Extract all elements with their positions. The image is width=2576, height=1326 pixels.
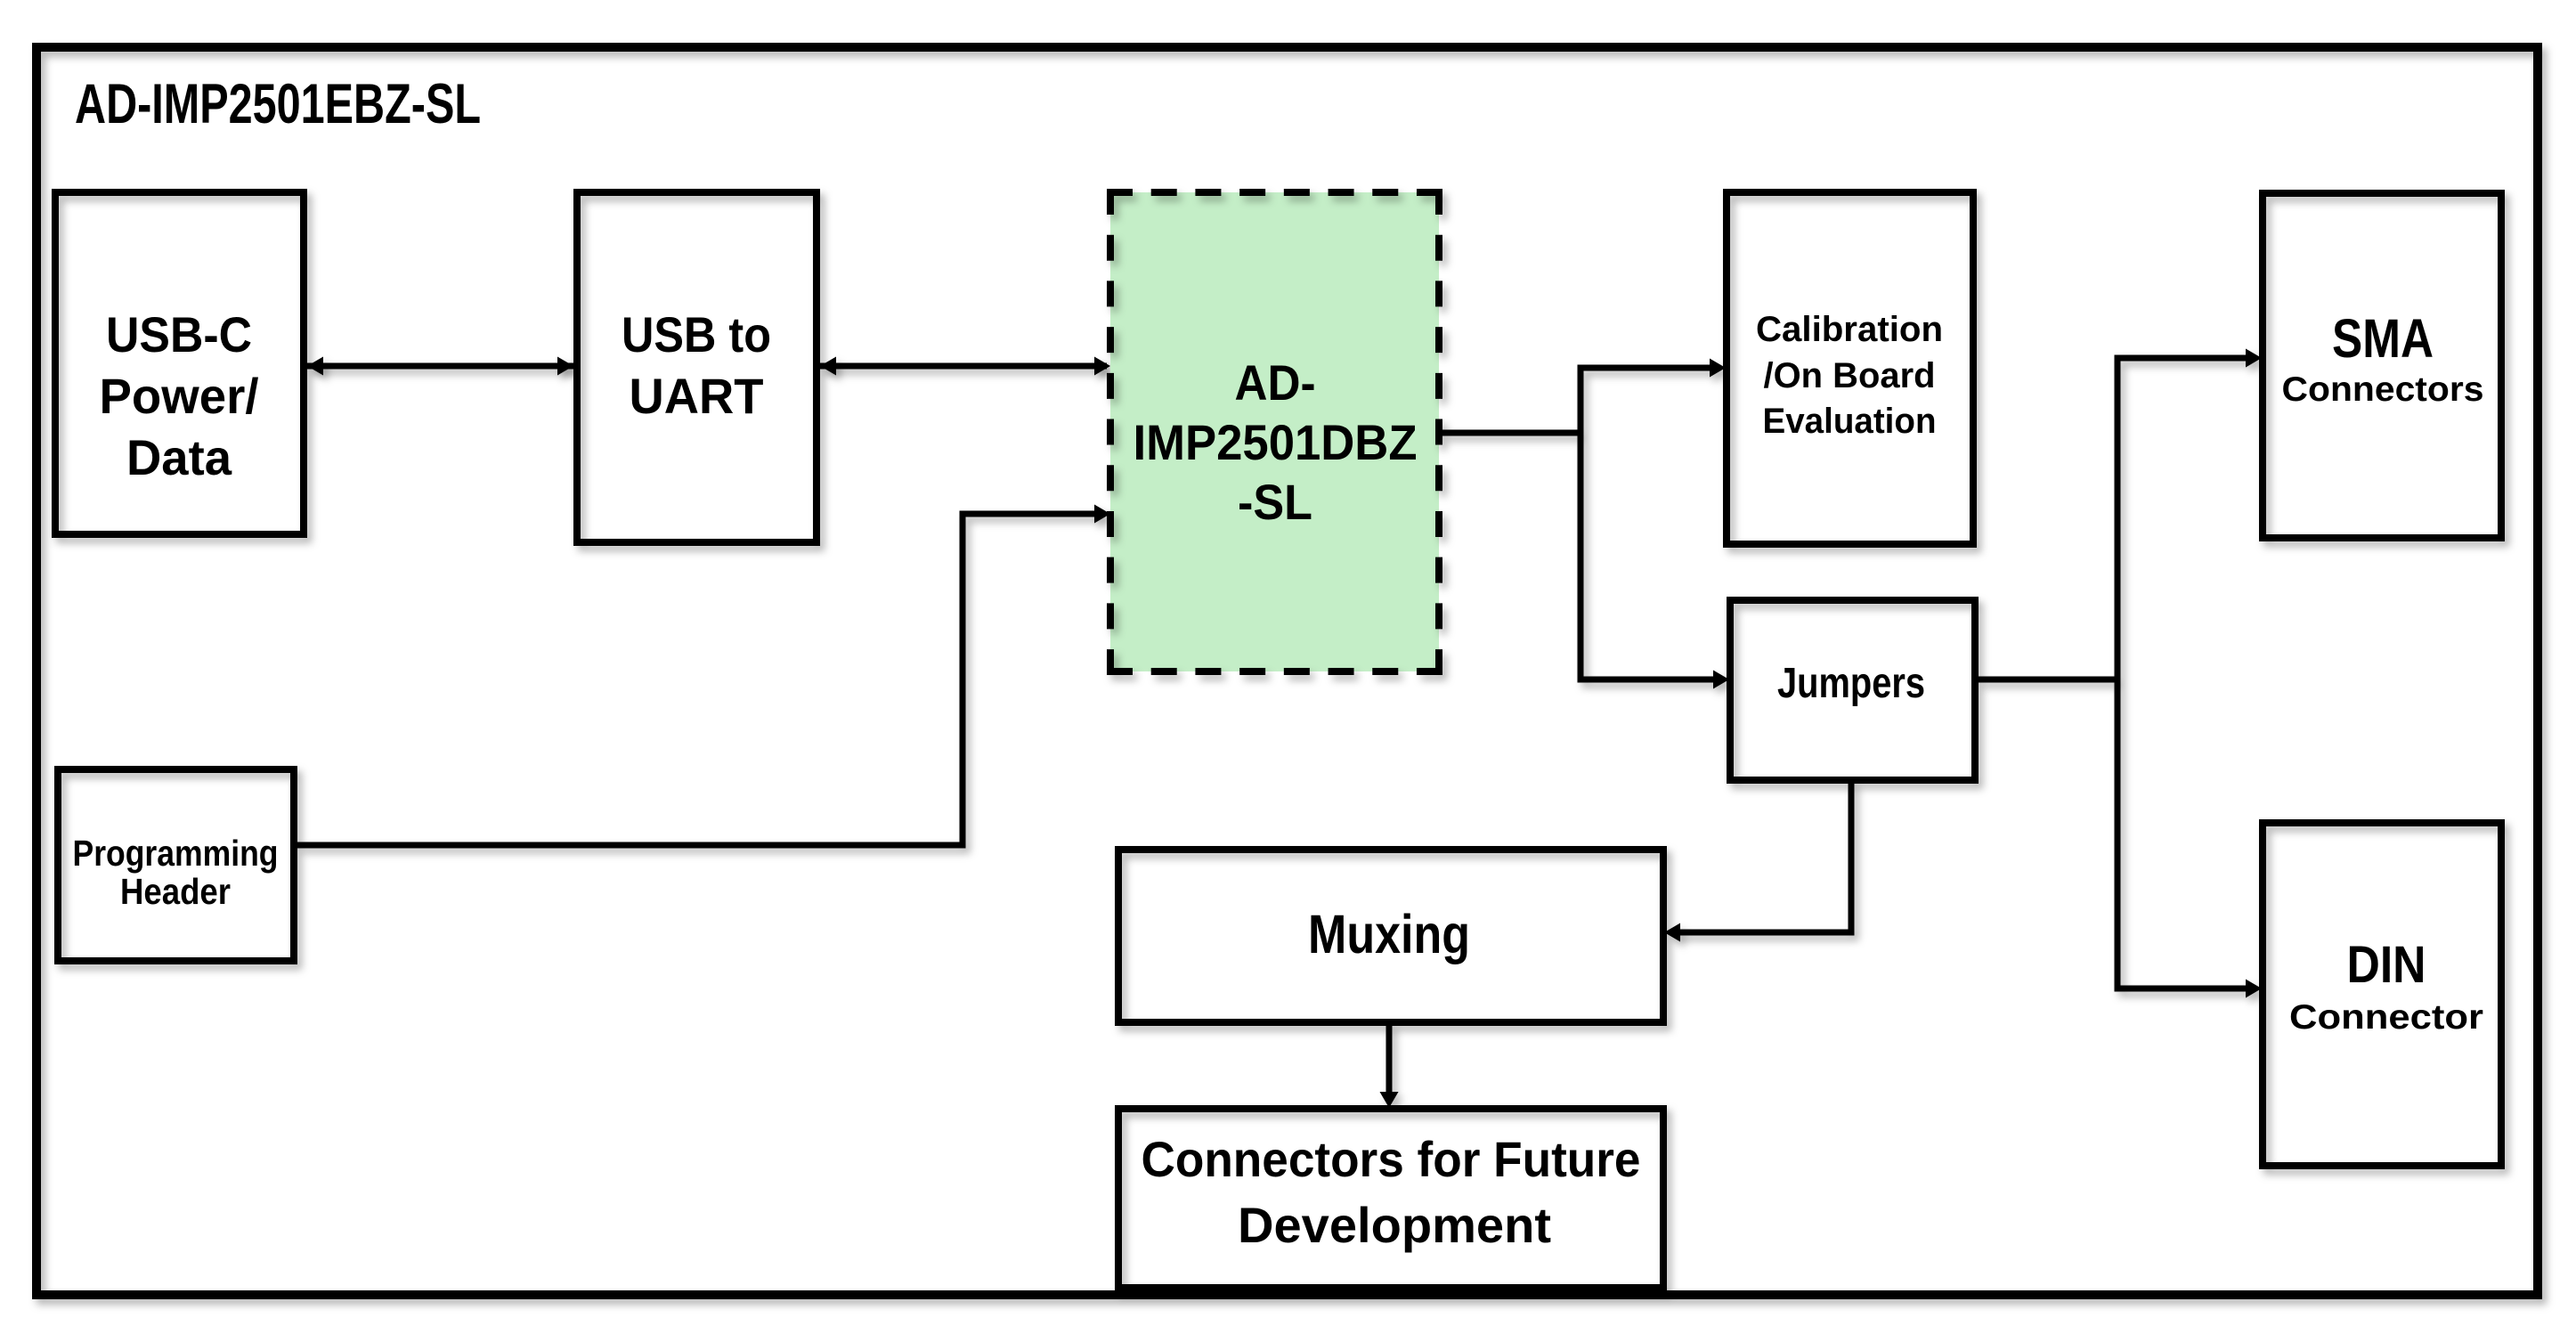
svg-text:Connector: Connector: [2289, 998, 2483, 1037]
svg-text:Muxing: Muxing: [1308, 904, 1470, 964]
svg-text:Programming: Programming: [73, 833, 279, 874]
svg-text:Evaluation: Evaluation: [1763, 402, 1937, 441]
svg-text:Power/: Power/: [100, 368, 259, 424]
svg-text:Header: Header: [120, 871, 231, 912]
svg-text:AD-IMP2501EBZ-SL: AD-IMP2501EBZ-SL: [75, 73, 481, 135]
svg-text:Connectors for Future: Connectors for Future: [1142, 1131, 1641, 1187]
svg-text:-SL: -SL: [1238, 474, 1312, 530]
svg-text:DIN: DIN: [2347, 936, 2426, 994]
svg-text:UART: UART: [630, 368, 764, 424]
svg-text:AD-: AD-: [1235, 354, 1316, 411]
svg-text:IMP2501DBZ: IMP2501DBZ: [1134, 414, 1418, 470]
svg-text:Calibration: Calibration: [1756, 310, 1943, 349]
svg-text:Jumpers: Jumpers: [1777, 660, 1925, 707]
svg-text:Connectors: Connectors: [2282, 370, 2484, 409]
svg-text:Development: Development: [1238, 1197, 1551, 1253]
svg-text:/On Board: /On Board: [1764, 356, 1936, 395]
svg-text:Data: Data: [126, 429, 232, 485]
svg-text:USB to: USB to: [622, 306, 771, 362]
svg-text:SMA: SMA: [2332, 308, 2434, 369]
svg-text:USB-C: USB-C: [106, 306, 252, 362]
